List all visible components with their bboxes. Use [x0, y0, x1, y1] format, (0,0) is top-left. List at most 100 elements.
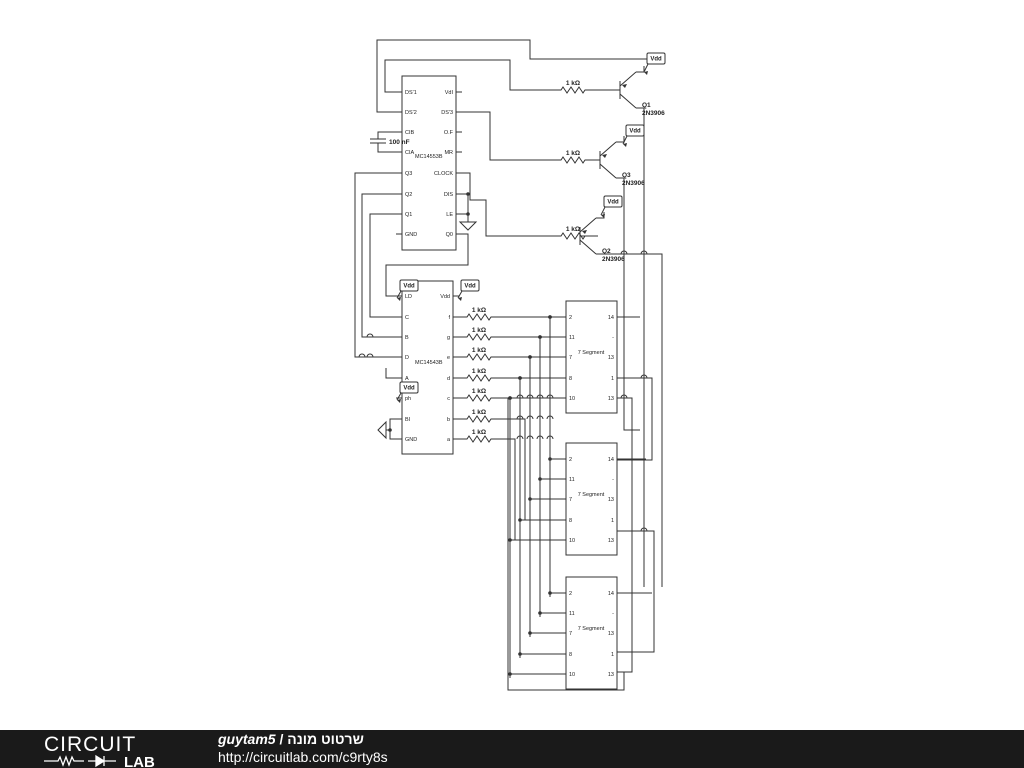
resistor-label: 1 kΩ: [566, 226, 580, 233]
wire-crossing: [516, 435, 524, 440]
vdd-arrow-icon: [397, 297, 401, 301]
vdd-arrow-icon: [458, 297, 462, 301]
vdd-arrow-icon: [397, 399, 401, 403]
wire-crossing: [620, 394, 628, 399]
display-pin-label: -: [612, 477, 614, 483]
vdd-label: Vdd: [607, 200, 619, 206]
junction-dot: [528, 631, 532, 635]
display-pin-label: 8: [569, 652, 572, 658]
junction-dot: [508, 538, 512, 542]
wire: [369, 213, 396, 318]
ic-pin-label: LE: [446, 212, 453, 218]
circuitlab-logo[interactable]: CIRCUIT LAB: [44, 732, 176, 768]
resistor-label: 1 kΩ: [472, 327, 486, 334]
ic-pin-label: DIS: [444, 192, 454, 198]
vdd-arrow-icon: [623, 143, 627, 147]
wire: [385, 368, 396, 379]
vdd-label-box: [625, 124, 645, 137]
resistor-label: 1 kΩ: [472, 388, 486, 395]
wire: [616, 136, 625, 143]
junction-dot: [548, 315, 552, 319]
junction-dot: [548, 591, 552, 595]
logo-resistor-icon: [44, 755, 84, 767]
ic-pin-label: f: [448, 315, 450, 321]
title-separator: /: [275, 731, 288, 747]
transistor-body: [599, 141, 617, 179]
components: DS'1DS'2CIBCIAQ3Q2Q1GNDVdIDS'3O.FMRCLOCK…: [389, 52, 666, 690]
wire-crossing: [536, 415, 544, 420]
resistor-label: 1 kΩ: [472, 429, 486, 436]
circuit-url-link[interactable]: http://circuitlab.com/c9rty8s: [218, 749, 388, 765]
wire: [354, 172, 396, 358]
ic-pin-label: BI: [405, 417, 411, 423]
transistor-ref: Q2: [602, 248, 611, 255]
ic-part-label: MC14553B: [415, 154, 443, 160]
wire-crossing: [536, 394, 544, 399]
junction-dot: [528, 497, 532, 501]
wire: [617, 377, 653, 461]
ic-pin-label: a: [447, 437, 451, 443]
resistor-label: 1 kΩ: [472, 409, 486, 416]
author-name[interactable]: guytam5: [218, 731, 276, 747]
ic-pin-label: MR: [444, 150, 453, 156]
seven-segment-display: [565, 442, 618, 556]
junction-dot: [538, 335, 542, 339]
vdd-label: Vdd: [629, 129, 641, 135]
display-pin-label: 2: [569, 315, 572, 321]
wire: [462, 172, 548, 237]
display-pin-label: 8: [569, 518, 572, 524]
vdd-arrow-icon: [644, 71, 648, 75]
ic-pin-label: DS'1: [405, 90, 417, 96]
display-pin-label: 14: [608, 457, 614, 463]
resistor: [459, 415, 499, 423]
resistor: [548, 86, 598, 94]
display-pin-label: 13: [608, 672, 614, 678]
wire: [617, 397, 633, 673]
wire: [385, 233, 469, 297]
ic-part-label: MC14543B: [415, 360, 443, 366]
vdd-label: Vdd: [403, 284, 415, 290]
wire: [462, 193, 469, 215]
display-pin-label: 7: [569, 631, 572, 637]
ic-pin-label: B: [405, 335, 409, 341]
junction-dot: [548, 457, 552, 461]
wire-crossing: [526, 415, 534, 420]
wire-crossing: [546, 394, 554, 399]
ic-pin-label: CIA: [405, 150, 415, 156]
transistor-body: [619, 71, 637, 109]
junction-dot: [518, 518, 522, 522]
resistor: [548, 156, 598, 164]
logo-text-lab: LAB: [124, 754, 155, 768]
display-pin-label: 1: [611, 376, 614, 382]
display-pin-label: 2: [569, 457, 572, 463]
ic-pin-label: ph: [405, 396, 411, 402]
vdd-wire: [396, 392, 402, 401]
ic-pin-label: Q0: [446, 232, 453, 238]
resistor-label: 1 kΩ: [566, 80, 580, 87]
circuit-title: שרטוט מונה: [287, 731, 364, 747]
ic-pin-label: d: [447, 376, 450, 382]
resistor: [459, 333, 499, 341]
display-label: 7 Segment: [578, 492, 605, 498]
display-pin-label: 7: [569, 497, 572, 503]
wire-crossing: [516, 394, 524, 399]
wire-crossing: [620, 250, 628, 255]
wire-crossing: [526, 435, 534, 440]
display-pin-label: 2: [569, 591, 572, 597]
display-pin-label: 11: [569, 477, 575, 483]
wire: [462, 111, 548, 161]
wire-crossing: [366, 333, 374, 338]
ic-pin-label: g: [447, 335, 450, 341]
wire-crossing: [546, 415, 554, 420]
ic-pin-label: Vdd: [440, 294, 450, 300]
logo-text-circuit: CIRCUIT: [44, 733, 136, 756]
display-pin-label: 10: [569, 538, 575, 544]
junction-dot: [466, 192, 470, 196]
ic-pin-label: Q2: [405, 192, 412, 198]
wire: [617, 530, 655, 653]
ground-icon: [458, 221, 478, 231]
resistor: [459, 374, 499, 382]
ic-pin-label: c: [447, 396, 450, 402]
junction-dot: [518, 376, 522, 380]
ic-pin-label: GND: [405, 437, 417, 443]
